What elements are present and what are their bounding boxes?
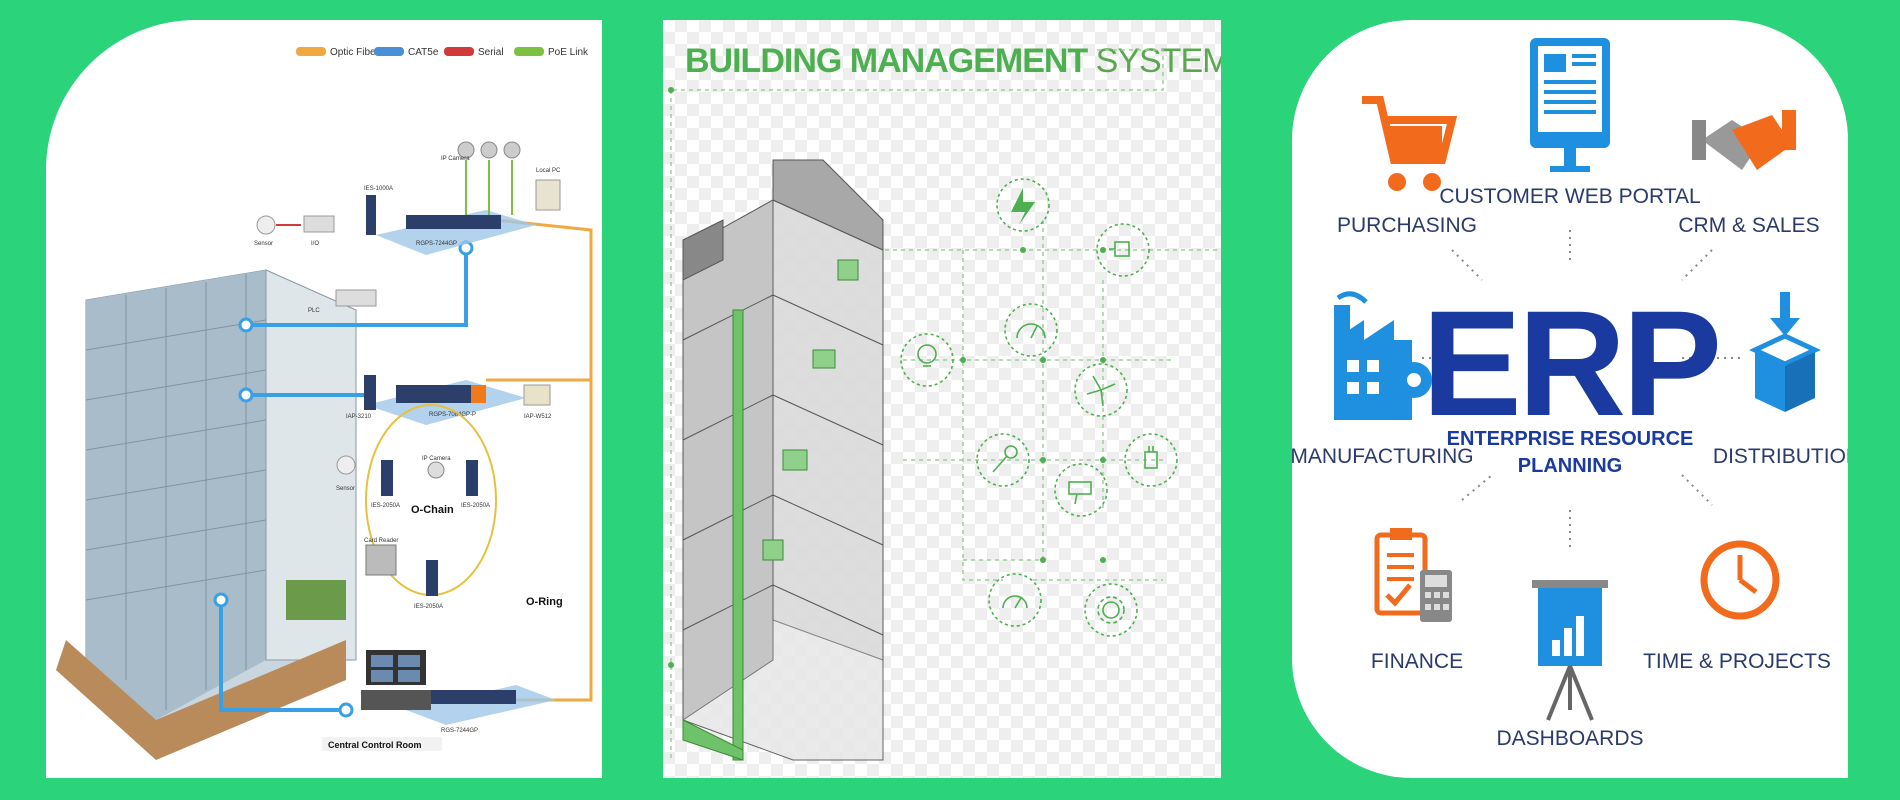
module-distribution: DISTRIBUTION bbox=[1713, 445, 1848, 468]
module-dashboards: DASHBOARDS bbox=[1496, 727, 1643, 750]
module-manufacturing: MANUFACTURING bbox=[1292, 445, 1474, 468]
building-cutaway bbox=[682, 159, 884, 761]
module-customer-web-portal: CUSTOMER WEB PORTAL bbox=[1439, 185, 1700, 208]
gauge-icon bbox=[1004, 303, 1058, 357]
clipboard-calculator-icon bbox=[1374, 528, 1452, 622]
legend-serial-label: Serial bbox=[478, 47, 504, 58]
label-ip-camera-mid: IP Camera bbox=[422, 456, 451, 462]
plc-icon bbox=[335, 289, 377, 307]
label-ies-2050a-right: IES-2050A bbox=[461, 503, 490, 509]
node-icon bbox=[213, 592, 229, 608]
label-rgps-top: RGPS-7244GP bbox=[416, 241, 457, 247]
switch-platform-bottom bbox=[406, 685, 556, 725]
label-card-reader: Card Reader bbox=[364, 538, 398, 544]
bms-title-bold: BUILDING MANAGEMENT bbox=[685, 42, 1088, 80]
bms-icons bbox=[900, 178, 1178, 637]
label-rgs-bottom: RGS-7244GP bbox=[441, 728, 478, 734]
box-download-icon bbox=[1749, 292, 1821, 412]
key-icon bbox=[976, 433, 1030, 487]
label-iap-3210: IAP-3210 bbox=[346, 414, 372, 420]
label-ies-2050a-left: IES-2050A bbox=[371, 503, 400, 509]
switch-rgs-bottom bbox=[431, 690, 516, 704]
shopping-cart-icon bbox=[1362, 96, 1458, 191]
legend-fiber-label: Optic Fiber bbox=[330, 47, 380, 58]
control-room-icon bbox=[361, 650, 431, 710]
ap-iapw512 bbox=[523, 384, 551, 406]
bms-panel: BUILDING MANAGEMENT SYSTEM bbox=[663, 20, 1221, 778]
label-local-pc: Local PC bbox=[536, 168, 561, 174]
speedometer-icon bbox=[988, 573, 1042, 627]
label-sensor-top: Sensor bbox=[254, 241, 273, 247]
network-diagram: Optic Fiber CAT5e Serial PoE Link bbox=[56, 47, 593, 760]
erp-diagram: ERP ENTERPRISE RESOURCE PLANNING CUSTOME… bbox=[1292, 38, 1848, 750]
card-reader-icon bbox=[365, 544, 397, 576]
lightning-icon bbox=[996, 178, 1050, 232]
office-building bbox=[56, 269, 357, 760]
node-icon bbox=[238, 317, 254, 333]
ip-camera-mid-icon bbox=[427, 461, 445, 479]
label-central-control-room: Central Control Room bbox=[328, 740, 422, 750]
fan-icon bbox=[1074, 363, 1128, 417]
monitor-icon bbox=[1530, 38, 1610, 172]
legend-poe-label: PoE Link bbox=[548, 47, 589, 58]
erp-panel: ERP ENTERPRISE RESOURCE PLANNING CUSTOME… bbox=[1292, 20, 1848, 778]
bms-connector-lines bbox=[670, 49, 1221, 760]
label-sensor-mid: Sensor bbox=[336, 486, 355, 492]
gear-icon bbox=[1084, 583, 1138, 637]
switch-ies1000a bbox=[366, 195, 376, 235]
label-ip-camera-top: IP Camera bbox=[441, 156, 470, 162]
erp-connectors bbox=[1422, 230, 1742, 550]
bulb-icon bbox=[900, 333, 954, 387]
erp-subtitle-line2: PLANNING bbox=[1518, 455, 1622, 477]
plug-icon bbox=[1124, 433, 1178, 487]
local-pc-icon bbox=[535, 179, 561, 211]
bms-title-light: SYSTEM bbox=[1087, 42, 1221, 80]
label-ies-1000a: IES-1000A bbox=[364, 186, 393, 192]
switch-rgps-top bbox=[406, 215, 501, 229]
camera-icon bbox=[1054, 463, 1108, 517]
legend-swatch-serial bbox=[444, 47, 474, 56]
fiber-ring bbox=[486, 218, 593, 702]
network-diagram-panel: Optic Fiber CAT5e Serial PoE Link bbox=[46, 20, 602, 778]
factory-icon bbox=[1334, 291, 1432, 420]
erp-subtitle-line1: ENTERPRISE RESOURCE bbox=[1447, 428, 1694, 450]
ap-iap3210 bbox=[364, 375, 376, 410]
switch-rgps-mid bbox=[396, 385, 486, 403]
io-module-icon bbox=[303, 215, 335, 233]
cat5e-lines bbox=[219, 240, 468, 712]
label-o-chain: O-Chain bbox=[411, 504, 454, 516]
node-icon bbox=[338, 702, 354, 718]
legend: Optic Fiber CAT5e Serial PoE Link bbox=[296, 47, 589, 58]
node-icon bbox=[238, 387, 254, 403]
erp-title: ERP bbox=[1422, 279, 1718, 447]
legend-swatch-cat5e bbox=[374, 47, 404, 56]
module-crm-sales: CRM & SALES bbox=[1678, 214, 1819, 237]
legend-cat5e-label: CAT5e bbox=[408, 47, 439, 58]
legend-swatch-fiber bbox=[296, 47, 326, 56]
sensor-icon bbox=[256, 215, 276, 235]
bms-diagram: BUILDING MANAGEMENT SYSTEM bbox=[668, 42, 1221, 761]
module-purchasing: PURCHASING bbox=[1337, 214, 1477, 237]
legend-swatch-poe bbox=[514, 47, 544, 56]
module-time-projects: TIME & PROJECTS bbox=[1643, 650, 1831, 673]
label-rgps-mid: RGPS-7084GP-P bbox=[429, 412, 476, 418]
handshake-icon bbox=[1692, 110, 1796, 170]
label-iap-w512: IAP-W512 bbox=[524, 414, 552, 420]
sensor-mid-icon bbox=[336, 455, 356, 475]
label-plc: PLC bbox=[308, 308, 320, 314]
bms-title: BUILDING MANAGEMENT SYSTEM bbox=[685, 42, 1221, 80]
dashboard-easel-icon bbox=[1532, 580, 1608, 721]
plug-icon bbox=[1096, 223, 1150, 277]
label-o-ring: O-Ring bbox=[526, 596, 563, 608]
label-ies-2050a-bottom: IES-2050A bbox=[414, 604, 443, 610]
ip-camera-icon bbox=[457, 141, 521, 159]
module-finance: FINANCE bbox=[1371, 650, 1463, 673]
label-io: I/O bbox=[311, 241, 319, 247]
clock-icon bbox=[1700, 540, 1780, 620]
